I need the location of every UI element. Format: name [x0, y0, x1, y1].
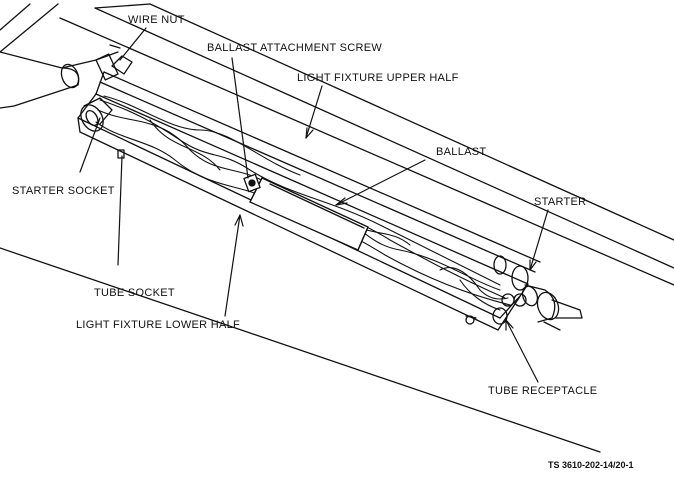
- label-tube-receptacle: TUBE RECEPTACLE: [488, 385, 598, 397]
- left-sockets: [76, 98, 124, 158]
- wire-nut: [112, 56, 132, 74]
- label-light-fixture-lower-half: LIGHT FIXTURE LOWER HALF: [76, 319, 241, 331]
- label-tube-socket: TUBE SOCKET: [94, 287, 175, 299]
- label-light-fixture-upper-half: LIGHT FIXTURE UPPER HALF: [297, 72, 459, 84]
- leader-lines: [80, 28, 548, 382]
- ceiling-rails: [0, 4, 674, 285]
- label-ballast-attachment-screw: BALLAST ATTACHMENT SCREW: [207, 42, 383, 54]
- floor-line: [0, 248, 600, 452]
- label-starter: STARTER: [534, 196, 587, 208]
- ballast-screw: [244, 174, 260, 191]
- label-ballast: BALLAST: [436, 146, 487, 158]
- ballast-body: [250, 178, 368, 250]
- label-wire-nut: WIRE NUT: [128, 14, 185, 26]
- left-tube-end: [0, 45, 120, 108]
- label-starter-socket: STARTER SOCKET: [12, 185, 115, 197]
- right-end-assembly: [466, 256, 582, 330]
- figure-id: TS 3610-202-14/20-1: [548, 460, 634, 470]
